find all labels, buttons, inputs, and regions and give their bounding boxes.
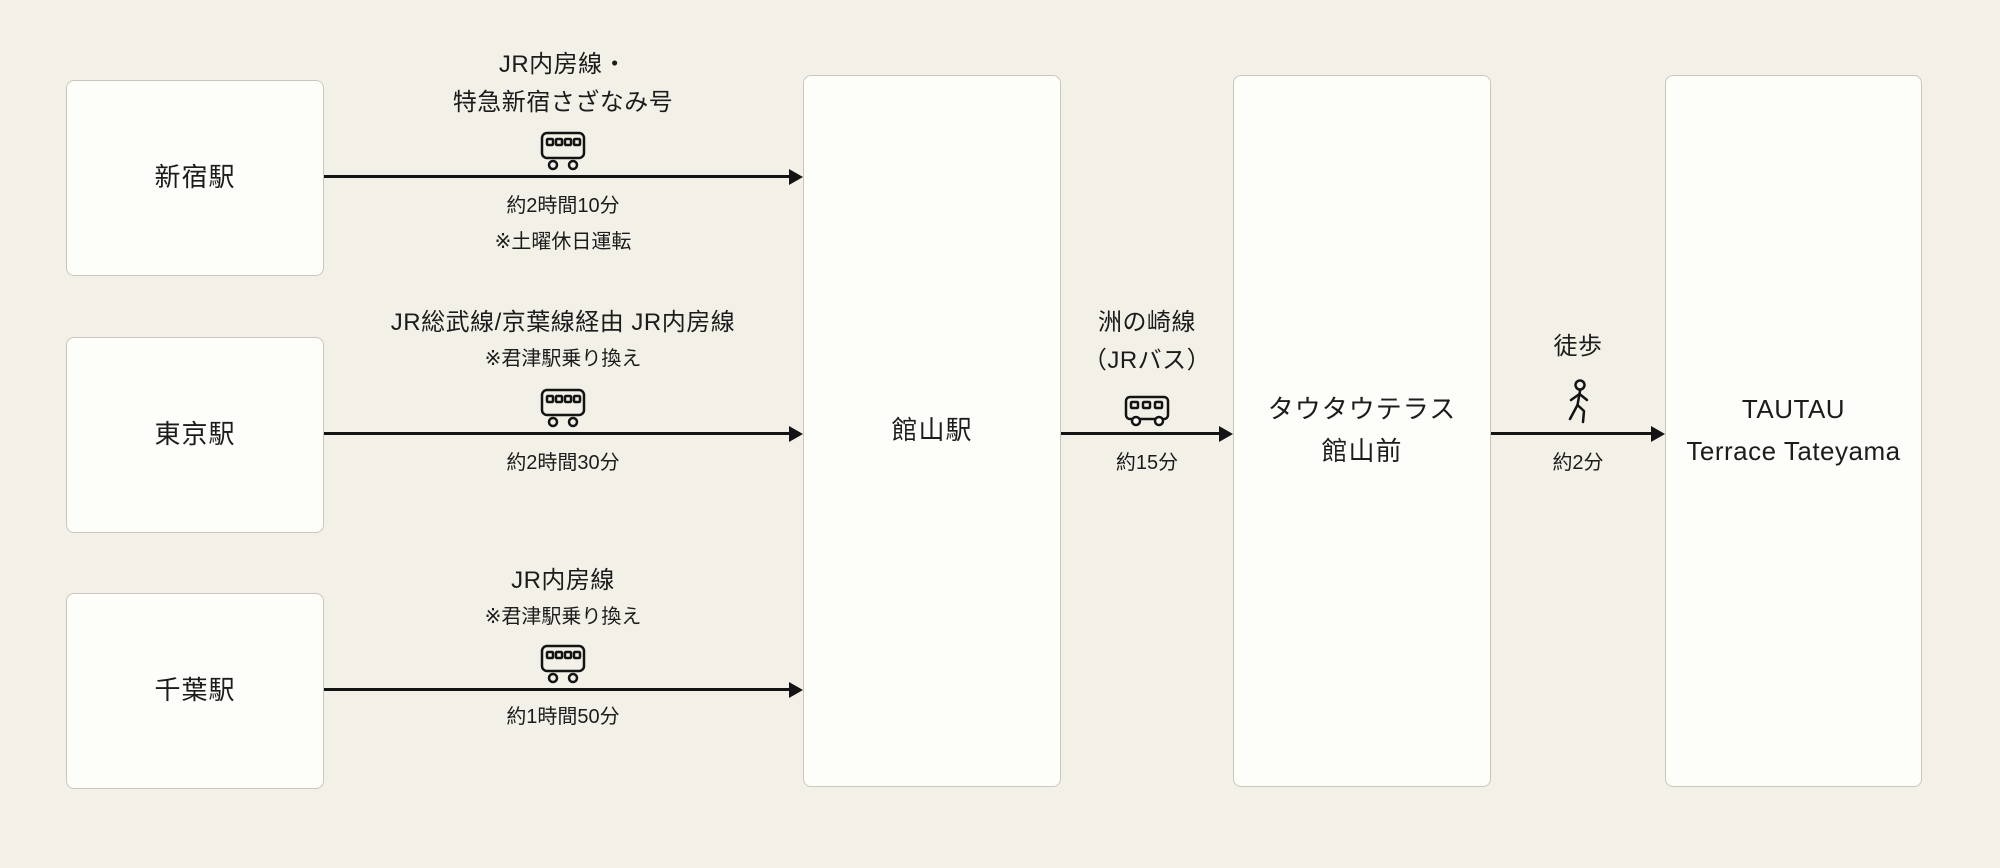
duration-label: 約2分 [1552,452,1604,474]
station-box-chiba: 千葉駅 [66,593,324,789]
transfer-note: ※君津駅乗り換え [484,606,642,628]
train-icon [536,129,590,173]
stop-label-line2: 館山前 [1321,436,1403,466]
station-box-tateyama: 館山駅 [803,75,1061,787]
arrow-tokyo-to-tateyama [324,432,790,435]
bus-line-name: 洲の崎線 [1098,309,1196,336]
arrow-tateyama-to-tautau-mae [1061,432,1220,435]
station-label-tokyo: 東京駅 [154,419,236,450]
arrow-shinjuku-to-tateyama [324,175,790,178]
route-line-name-2: 特急新宿さざなみ号 [452,89,674,116]
walk-label: 徒歩 [1553,333,1603,360]
service-note: ※土曜休日運転 [494,231,632,253]
station-label-chiba: 千葉駅 [154,675,236,706]
train-icon [536,642,590,686]
destination-label-line1: TAUTAU [1741,394,1846,425]
transfer-note: ※君津駅乗り換え [484,348,642,370]
walk-icon [1561,378,1595,428]
route-line-name: JR内房線 [511,567,615,594]
stop-label-line1: タウタウテラス [1267,394,1457,425]
arrow-chiba-to-tateyama [324,688,790,691]
duration-label: 約1時間50分 [506,706,620,728]
duration-label: 約15分 [1115,452,1179,474]
station-box-shinjuku: 新宿駅 [66,80,324,276]
bus-line-name-2: （JRバス） [1082,347,1212,374]
station-box-tokyo: 東京駅 [66,337,324,533]
destination-box-tautau-terrace: TAUTAU Terrace Tateyama [1665,75,1922,787]
station-label-tateyama: 館山駅 [891,415,973,446]
destination-label-line2: Terrace Tateyama [1686,436,1901,466]
route-line-name: JR内房線・ [498,51,628,78]
train-icon [536,386,590,430]
station-label-shinjuku: 新宿駅 [154,162,236,193]
arrow-tautau-mae-to-destination [1491,432,1652,435]
route-line-name: JR総武線/京葉線経由 JR内房線 [390,309,736,336]
station-box-tautau-mae: タウタウテラス 館山前 [1233,75,1491,787]
duration-label: 約2時間30分 [506,452,620,474]
duration-label: 約2時間10分 [506,195,620,217]
bus-icon [1122,392,1172,430]
